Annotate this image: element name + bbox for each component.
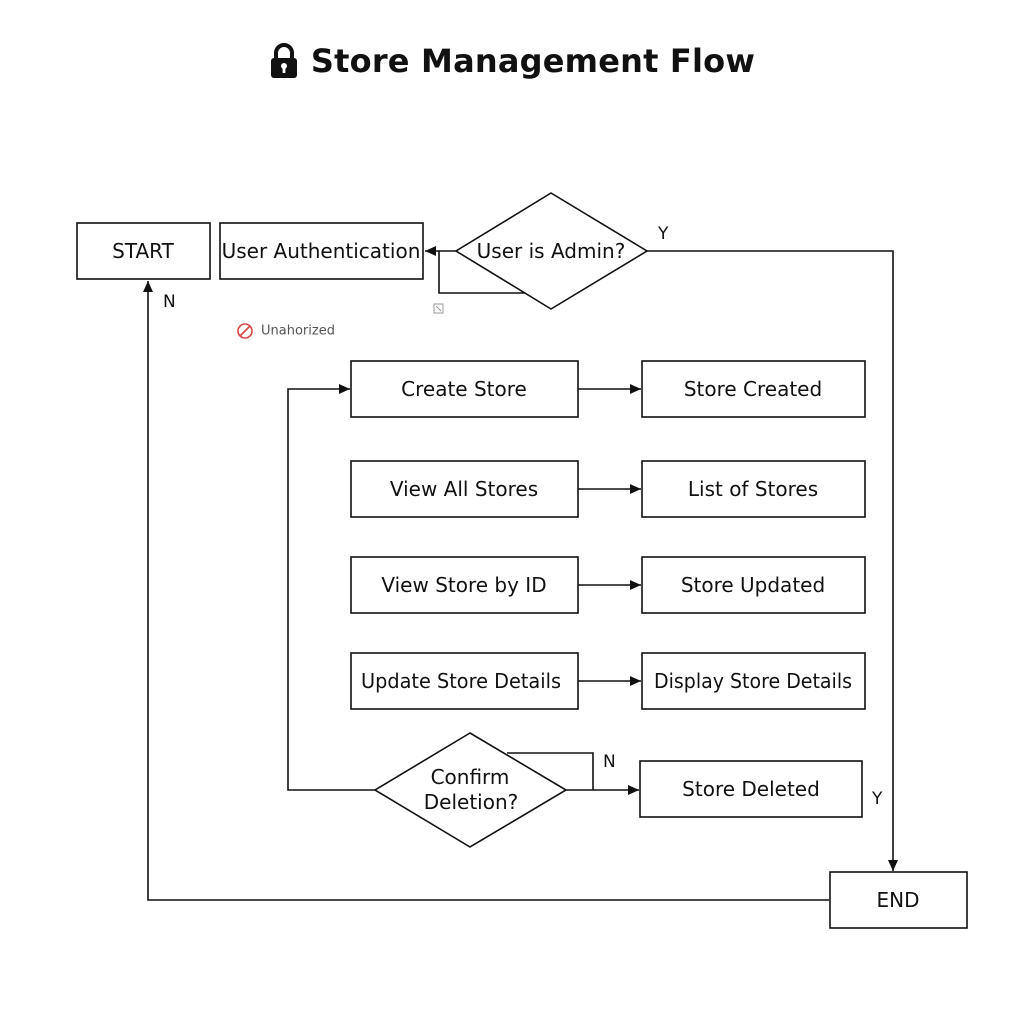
start-label: START bbox=[112, 239, 174, 263]
confirm-deletion-decision bbox=[373, 732, 568, 848]
title-text: Store Management Flow bbox=[310, 42, 756, 80]
view-store-by-id-label: View Store by ID bbox=[381, 573, 546, 597]
store-created-label: Store Created bbox=[684, 377, 822, 401]
page-title: Store Management Flow bbox=[0, 36, 1024, 86]
start-node bbox=[76, 222, 211, 280]
unauthorized-label: Unahorized bbox=[261, 324, 335, 339]
prohibited-icon bbox=[237, 323, 253, 339]
store-deleted-label: Store Deleted bbox=[682, 777, 820, 801]
create-store-node bbox=[350, 360, 579, 418]
edge-admin-yes-to-end bbox=[647, 250, 898, 871]
store-updated-label: Store Updated bbox=[681, 573, 825, 597]
list-of-stores-node bbox=[641, 460, 866, 518]
create-store-label: Create Store bbox=[401, 377, 527, 401]
store-updated-node bbox=[641, 556, 866, 614]
store-created-node bbox=[641, 360, 866, 418]
store-deleted-node bbox=[639, 760, 863, 818]
display-store-details-label: Display Store Details bbox=[654, 669, 852, 693]
confirm-yes-label: Y bbox=[871, 789, 883, 809]
admin-no-label: N bbox=[163, 292, 176, 312]
end-node bbox=[829, 871, 968, 929]
is-admin-decision bbox=[454, 192, 649, 310]
edge-confirm-to-create bbox=[287, 384, 375, 791]
confirm-deletion-label-line2: Deletion? bbox=[424, 790, 519, 814]
display-store-details-node bbox=[641, 652, 866, 710]
view-all-stores-node bbox=[350, 460, 579, 518]
confirm-no-label: N bbox=[603, 752, 616, 772]
view-all-stores-label: View All Stores bbox=[390, 477, 538, 501]
edge-end-to-start bbox=[143, 281, 829, 901]
edge-admin-loop bbox=[438, 251, 525, 294]
lock-icon bbox=[270, 43, 297, 78]
loop-marker-icon bbox=[433, 303, 444, 314]
confirm-deletion-label-line1: Confirm bbox=[431, 765, 510, 789]
update-store-details-node bbox=[350, 652, 579, 710]
list-of-stores-label: List of Stores bbox=[688, 477, 818, 501]
view-store-by-id-node bbox=[350, 556, 579, 614]
is-admin-label: User is Admin? bbox=[477, 239, 626, 263]
user-auth-node bbox=[219, 222, 424, 280]
admin-yes-label: Y bbox=[657, 224, 669, 244]
end-label: END bbox=[877, 888, 920, 912]
edge-confirm-no-loop bbox=[507, 752, 594, 790]
update-store-details-label: Update Store Details bbox=[361, 669, 561, 693]
user-auth-label: User Authentication bbox=[222, 239, 421, 263]
